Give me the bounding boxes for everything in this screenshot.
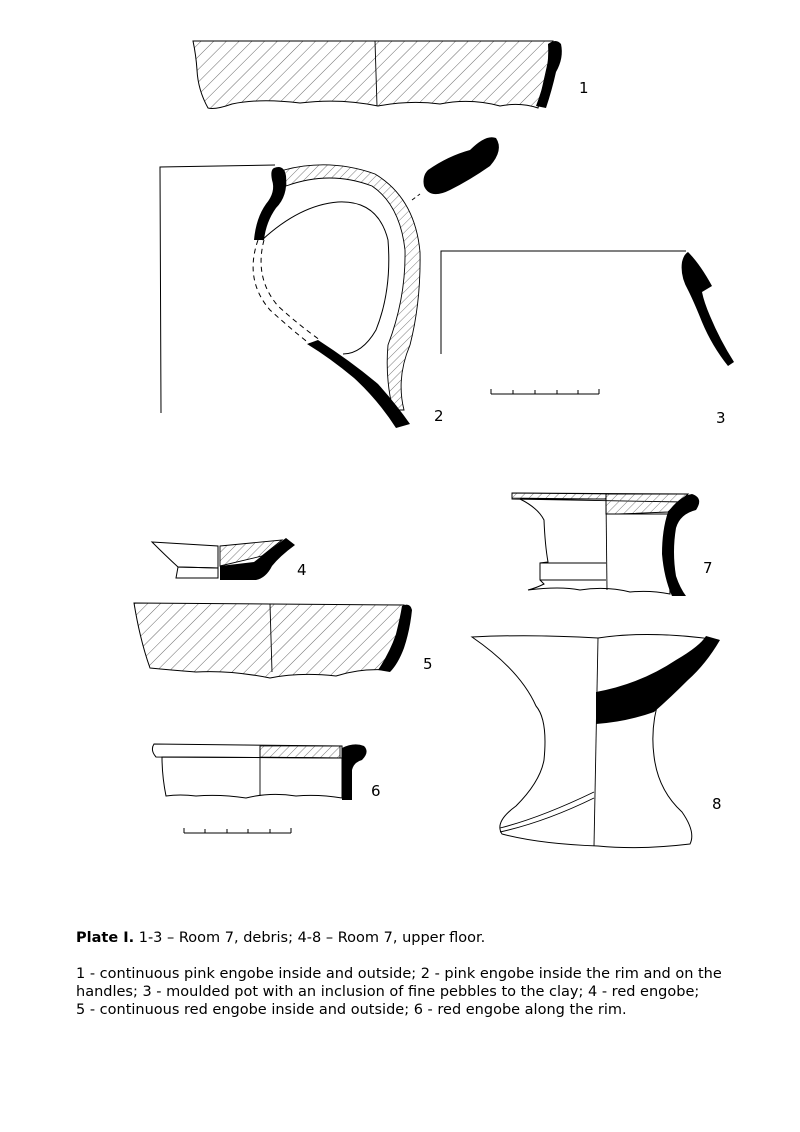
figure-number-3: 3 xyxy=(716,409,726,427)
figure-number-4: 4 xyxy=(297,561,307,579)
description-line: 1 - continuous pink engobe inside and ou… xyxy=(76,966,722,982)
scale-bar-bottom xyxy=(183,828,292,834)
fragment-2 xyxy=(159,137,499,428)
figure-number-5: 5 xyxy=(423,655,433,673)
figure-number-6: 6 xyxy=(371,782,381,800)
fragment-4 xyxy=(150,538,295,580)
figure-number-7: 7 xyxy=(703,559,713,577)
description-line: handles; 3 - moulded pot with an inclusi… xyxy=(76,984,700,1000)
description-line: 5 - continuous red engobe inside and out… xyxy=(76,1002,627,1018)
pottery-drawings: 1 2 3 4 5 6 7 8 xyxy=(133,40,734,849)
figure-number-1: 1 xyxy=(579,79,589,97)
plate-title-line: Plate I. 1-3 – Room 7, debris; 4-8 – Roo… xyxy=(76,929,746,947)
fragment-1 xyxy=(192,40,562,109)
fragment-7 xyxy=(511,492,700,596)
plate-text: 1-3 – Room 7, debris; 4-8 – Room 7, uppe… xyxy=(138,930,486,946)
figure-number-8: 8 xyxy=(712,795,722,813)
plate-caption: Plate I. 1-3 – Room 7, debris; 4-8 – Roo… xyxy=(76,929,746,1019)
figure-number-2: 2 xyxy=(434,407,444,425)
plate-label: Plate I. xyxy=(76,930,135,946)
fragment-6 xyxy=(151,743,367,800)
scale-bar-top xyxy=(490,389,600,395)
fragment-8 xyxy=(470,633,720,849)
fragment-3 xyxy=(440,250,734,366)
fragment-5 xyxy=(133,602,412,679)
